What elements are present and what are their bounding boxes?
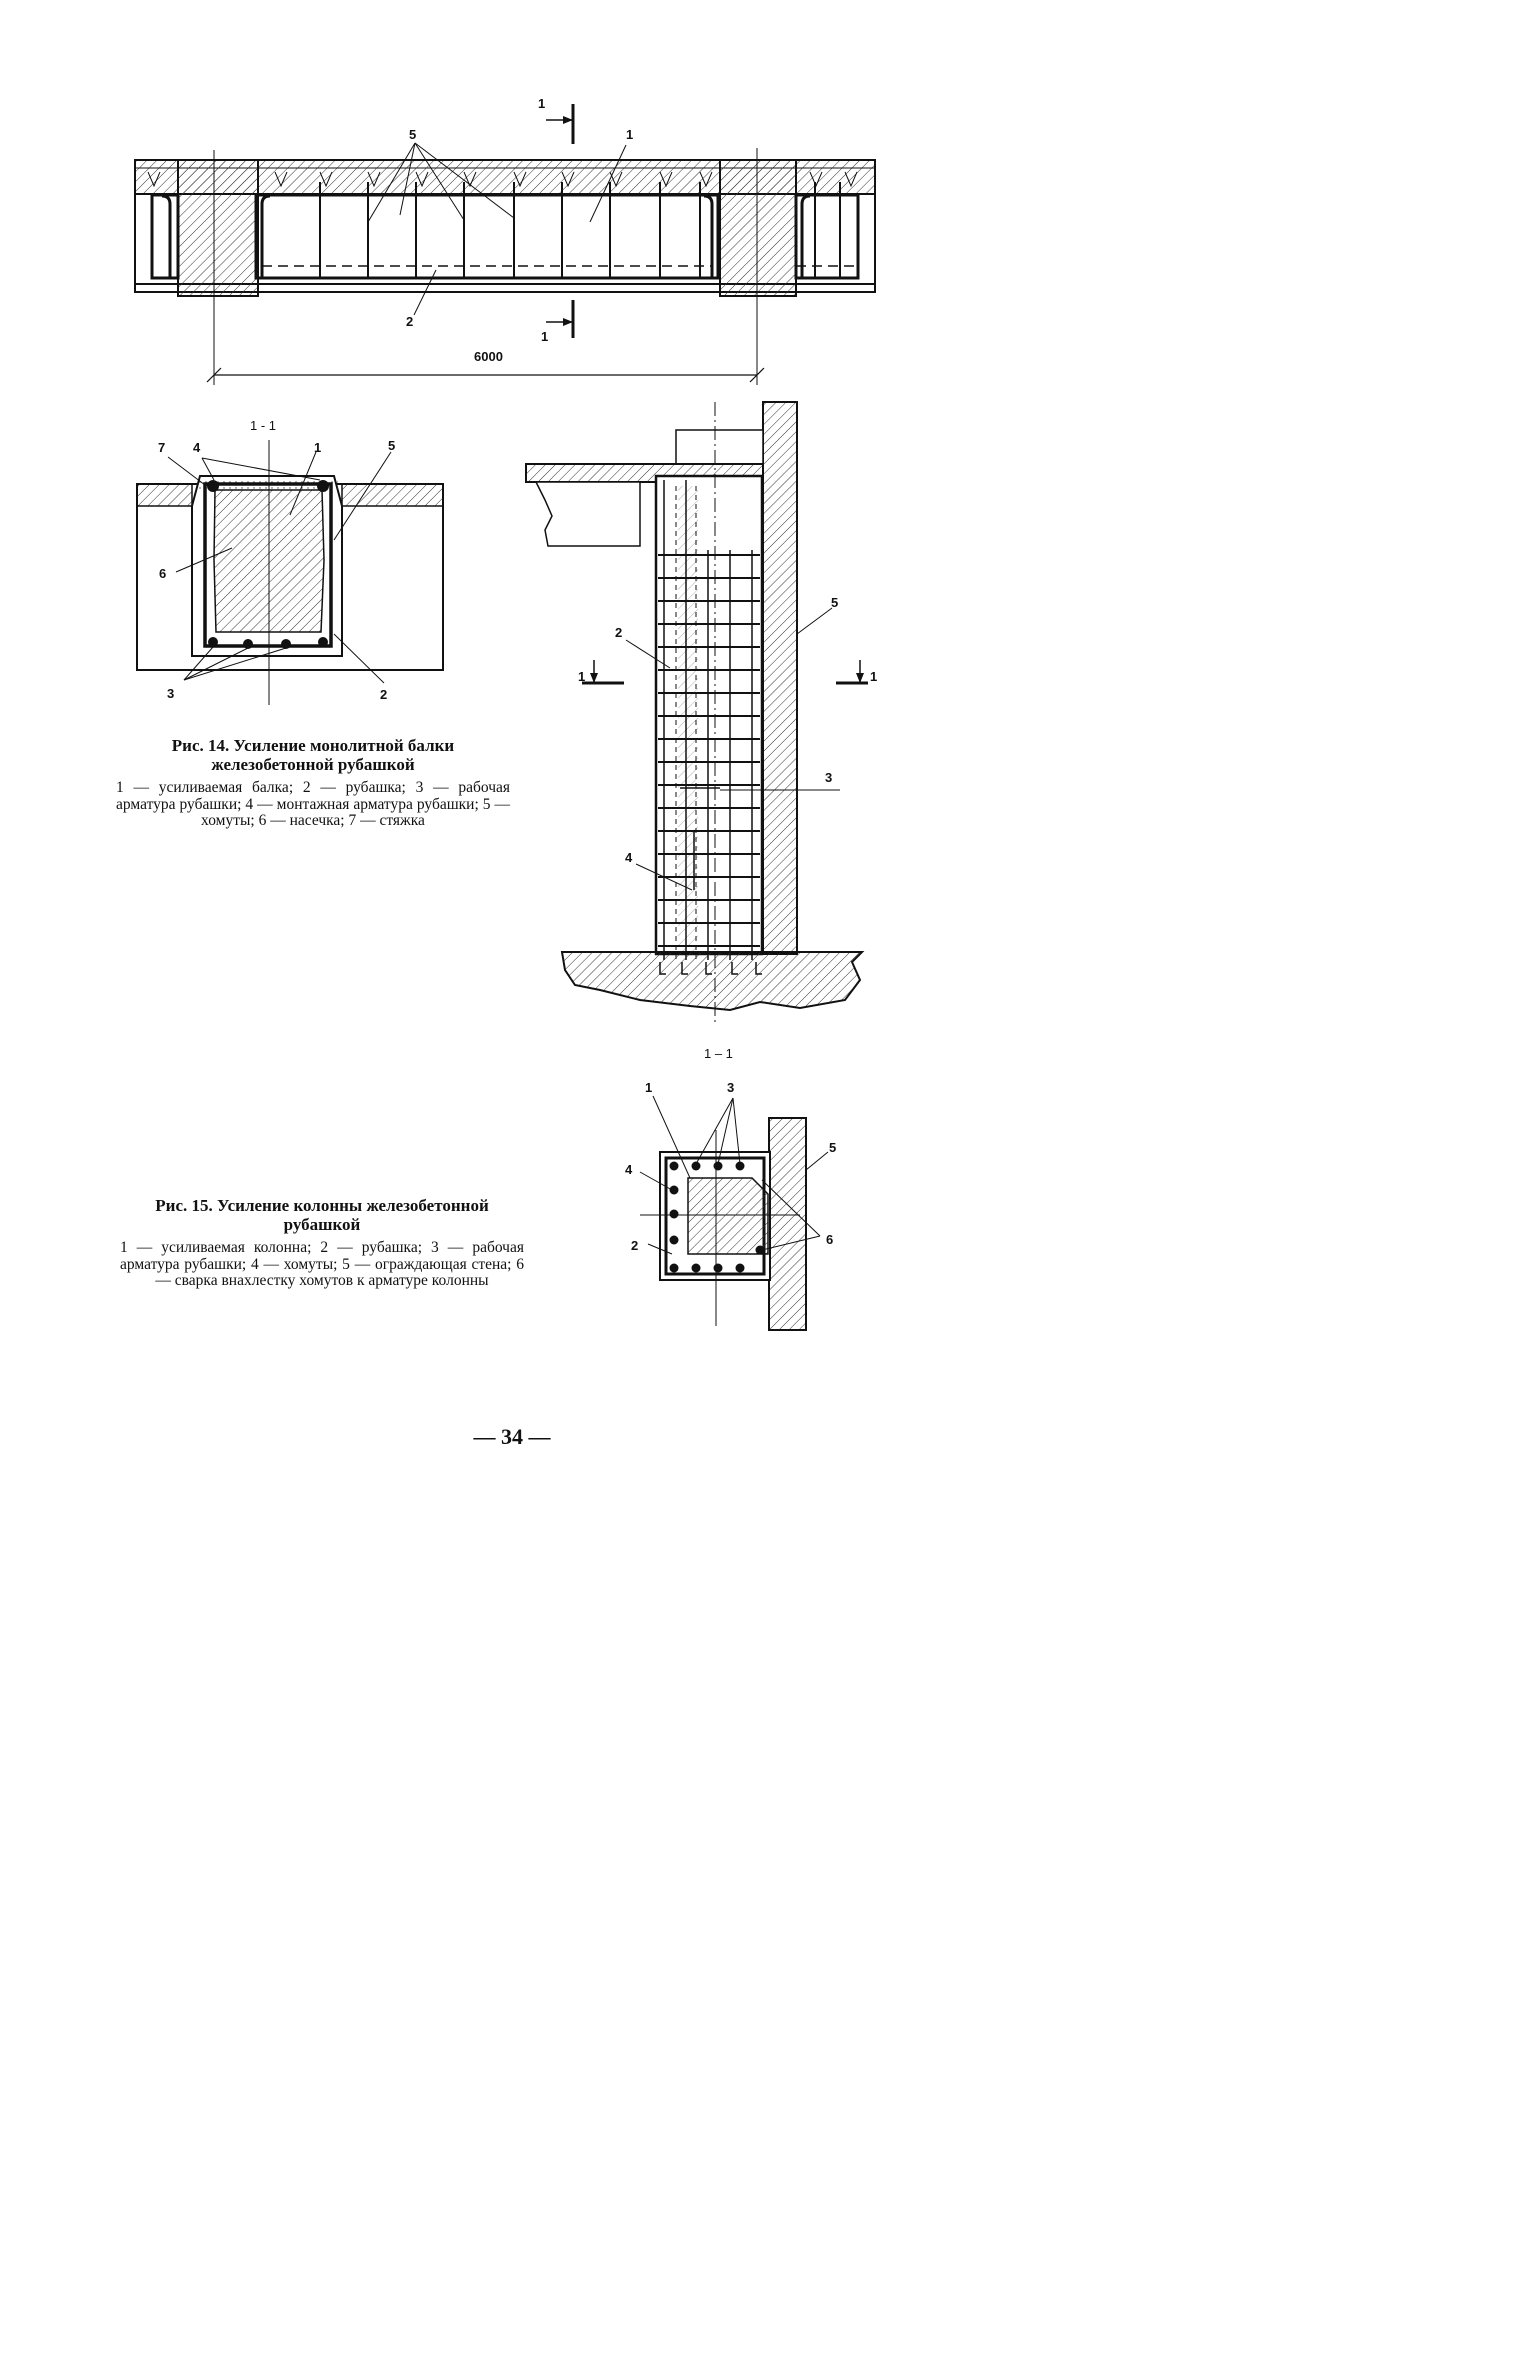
beam-section: 1 - 1 7 4 bbox=[136, 418, 444, 705]
label: 3 bbox=[825, 770, 832, 785]
label: 5 bbox=[409, 127, 416, 142]
label: 4 bbox=[625, 850, 633, 865]
label: 1 bbox=[870, 669, 877, 684]
label: 1 bbox=[626, 127, 633, 142]
label: 2 bbox=[631, 1238, 638, 1253]
figure-14-title: Рис. 14. Усиление монолитной балки желез… bbox=[171, 736, 455, 774]
label: 1 bbox=[314, 440, 321, 455]
column-elevation: 2 5 1 1 3 4 bbox=[525, 401, 877, 1024]
figure-14-legend: 1 — усиливаемая балка; 2 — рубашка; 3 — … bbox=[116, 779, 510, 829]
label: 1 bbox=[538, 96, 545, 111]
figure-15-title: Рис. 15. Усиление колонны железобетонной… bbox=[155, 1196, 489, 1234]
dimension-label: 6000 bbox=[474, 349, 503, 364]
label: 7 bbox=[158, 440, 165, 455]
label: 5 bbox=[829, 1140, 836, 1155]
label: 5 bbox=[388, 438, 395, 453]
section-title: 1 - 1 bbox=[250, 418, 276, 433]
figure-14-caption: Рис. 14. Усиление монолитной балки желез… bbox=[116, 736, 510, 830]
label: 4 bbox=[193, 440, 201, 455]
drawings: 1 5 1 2 1 6000 1 - 1 bbox=[134, 96, 877, 1331]
page-number: — 34 — bbox=[473, 1424, 551, 1449]
section-title: 1 – 1 bbox=[704, 1046, 733, 1061]
label: 3 bbox=[167, 686, 174, 701]
column-section: 1 – 1 bbox=[625, 1046, 836, 1331]
label: 3 bbox=[727, 1080, 734, 1095]
label: 6 bbox=[159, 566, 166, 581]
label: 2 bbox=[615, 625, 622, 640]
label: 5 bbox=[831, 595, 838, 610]
label: 6 bbox=[826, 1232, 833, 1247]
label: 1 bbox=[541, 329, 548, 344]
label: 2 bbox=[380, 687, 387, 702]
label: 2 bbox=[406, 314, 413, 329]
figure-15-legend: 1 — усиливаемая колонна; 2 — рубашка; 3 … bbox=[120, 1239, 524, 1289]
figure-15-caption: Рис. 15. Усиление колонны железобетонной… bbox=[120, 1196, 524, 1290]
label: 4 bbox=[625, 1162, 633, 1177]
beam-elevation: 1 5 1 2 1 6000 bbox=[134, 96, 876, 385]
label: 1 bbox=[645, 1080, 652, 1095]
label: 1 bbox=[578, 669, 585, 684]
